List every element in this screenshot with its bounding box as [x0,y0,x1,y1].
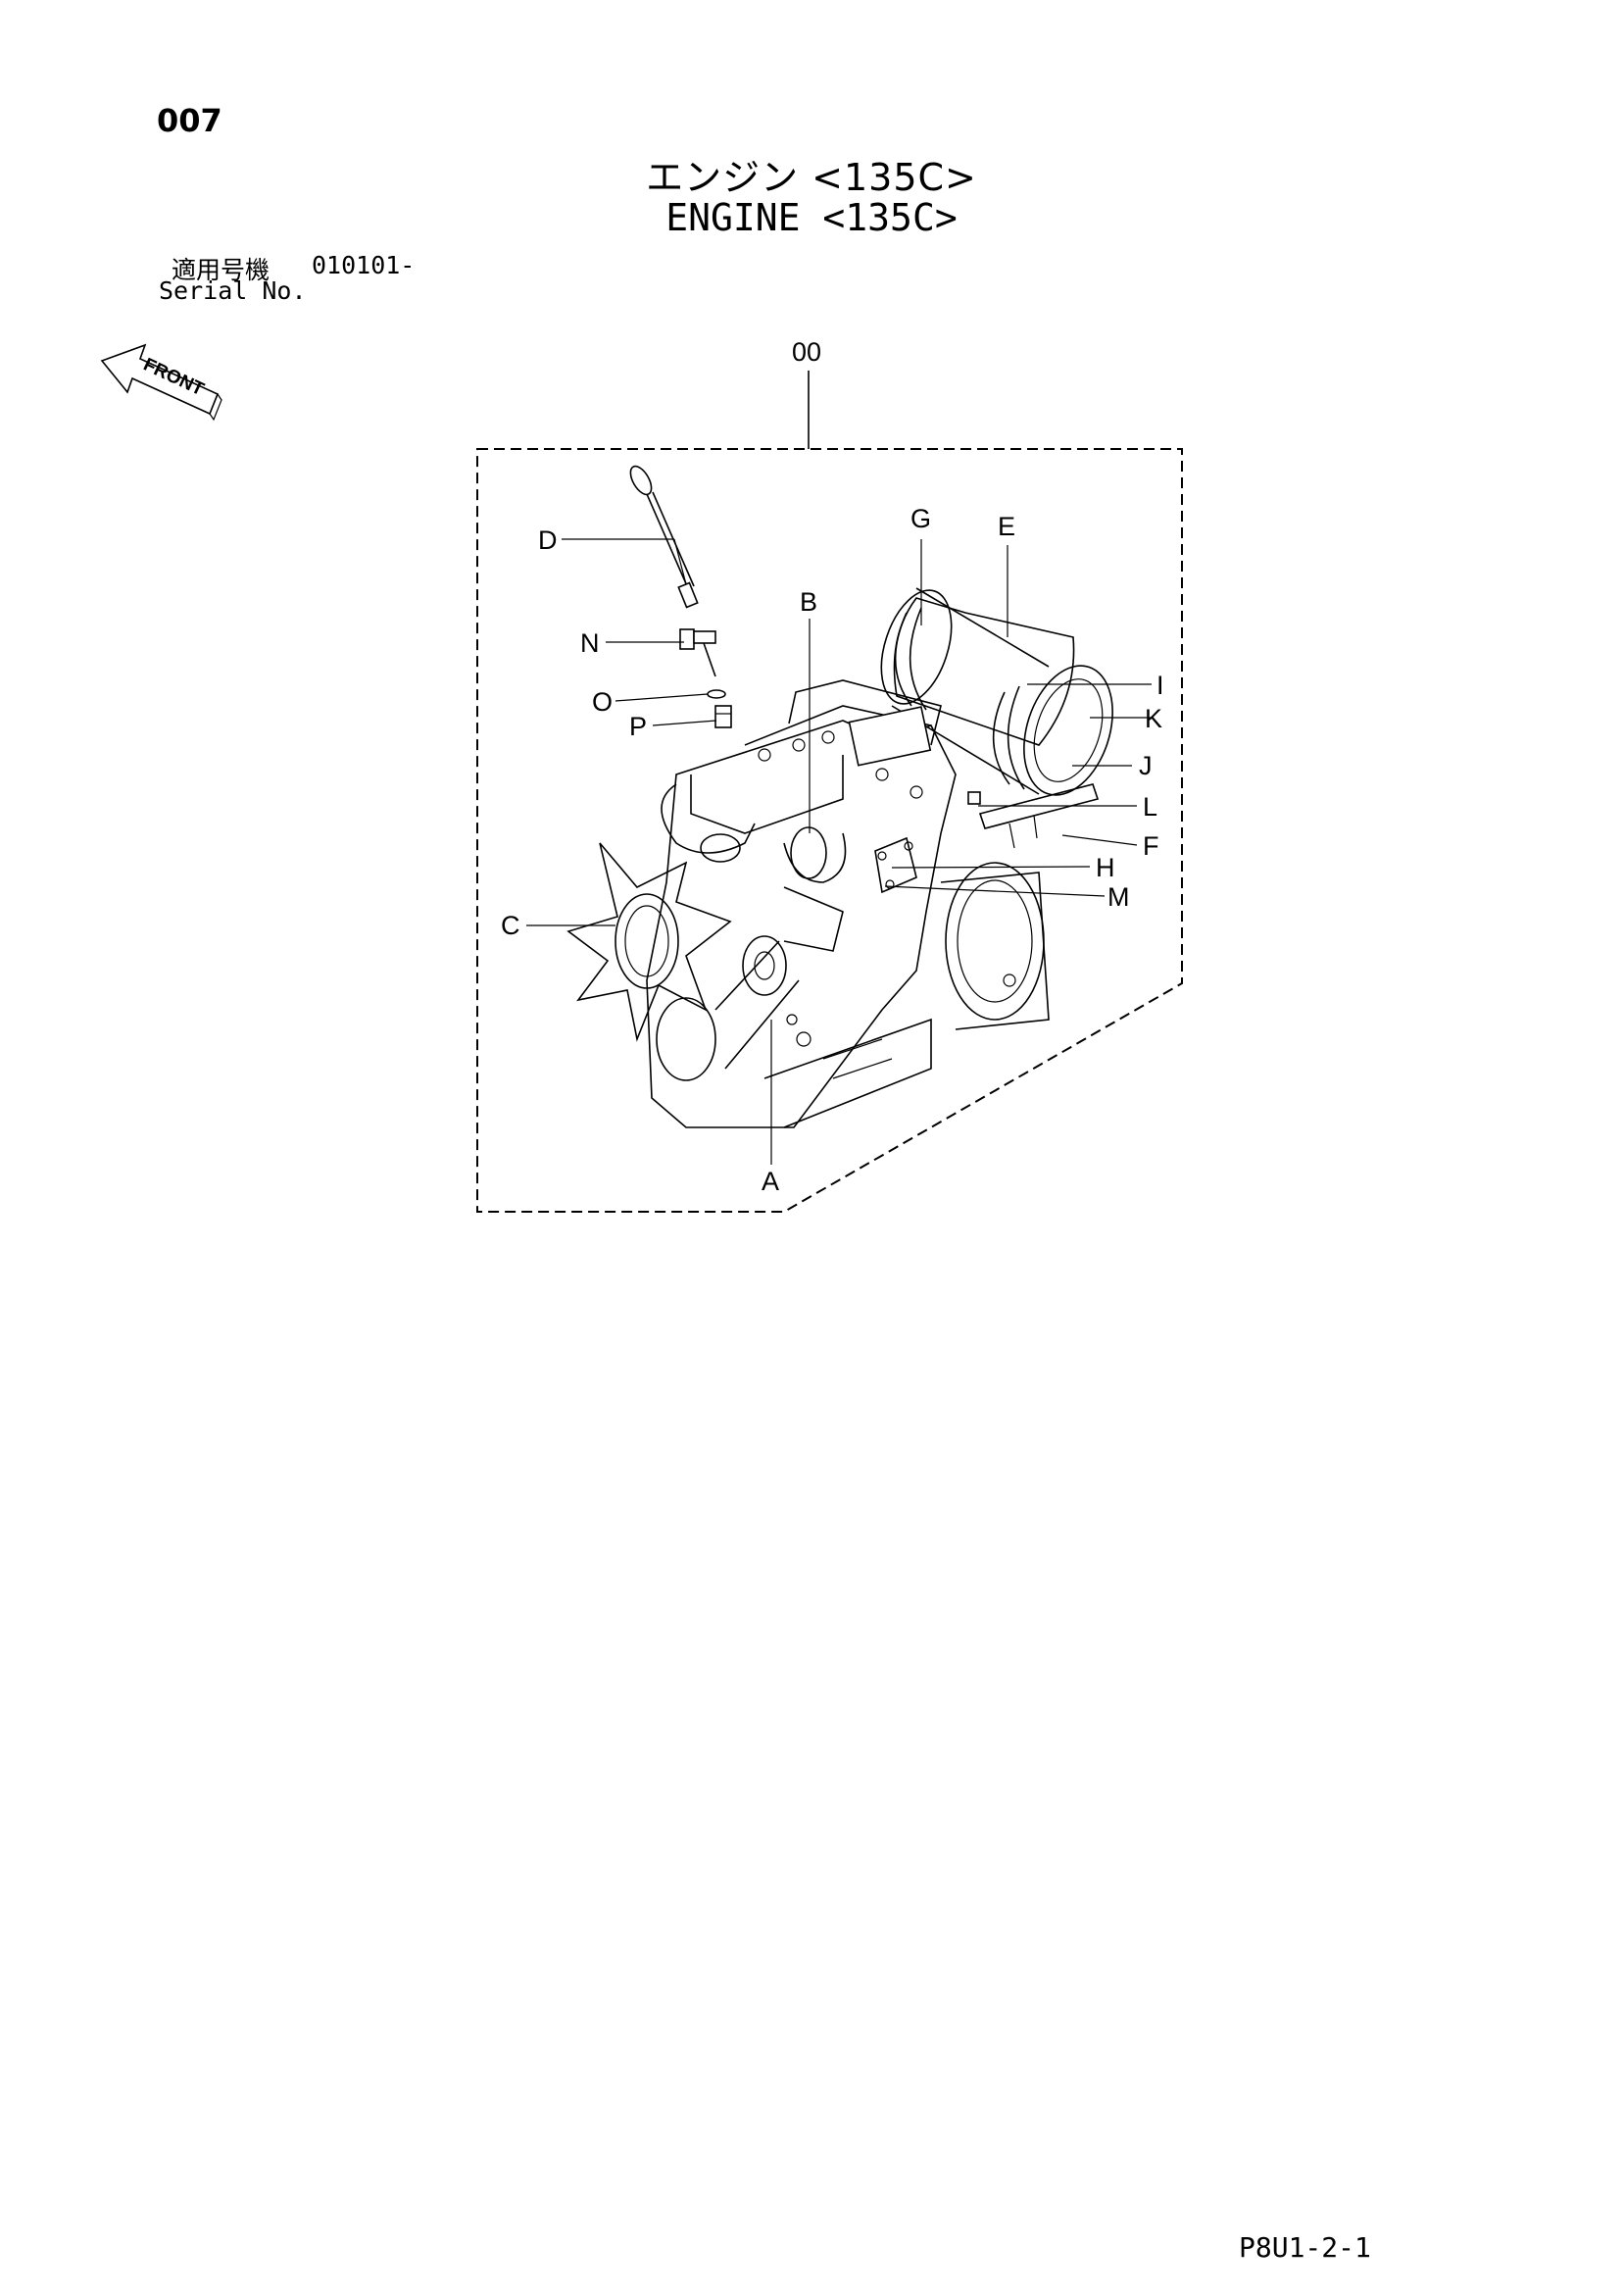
callout-k: K [1145,704,1162,733]
callout-b: B [800,587,817,617]
callout-a: A [762,1167,779,1196]
callout-letters: D N O P B C G E I K J L F H M A [501,504,1164,1196]
front-direction-arrow-icon: FRONT [100,343,222,422]
callout-n: N [580,628,600,658]
callout-p: P [629,712,647,741]
page-code: P8U1-2-1 [1239,2231,1371,2264]
serial-value: 010101- [312,251,416,279]
page-number: 007 [157,102,222,139]
callout-leaders [526,538,1152,1165]
title-english: ENGINE <135C> [665,196,958,239]
callout-j: J [1139,751,1153,780]
callout-o: O [592,687,613,717]
assembly-boundary [476,448,1183,1213]
callout-e: E [998,512,1015,541]
callout-l: L [1143,792,1157,822]
callout-h: H [1096,853,1115,882]
engine-illustration [566,465,1113,1128]
callout-g: G [910,504,931,533]
serial-label-japanese: 適用号機 [172,256,270,284]
assembly-label: 00 [792,337,821,367]
callout-d: D [538,525,558,555]
callout-m: M [1107,882,1130,912]
callout-i: I [1156,671,1164,700]
title-japanese: エンジン <135C> [646,156,977,199]
callout-c: C [501,911,520,940]
callout-f: F [1143,831,1159,861]
serial-label-english: Serial No. [159,276,307,305]
